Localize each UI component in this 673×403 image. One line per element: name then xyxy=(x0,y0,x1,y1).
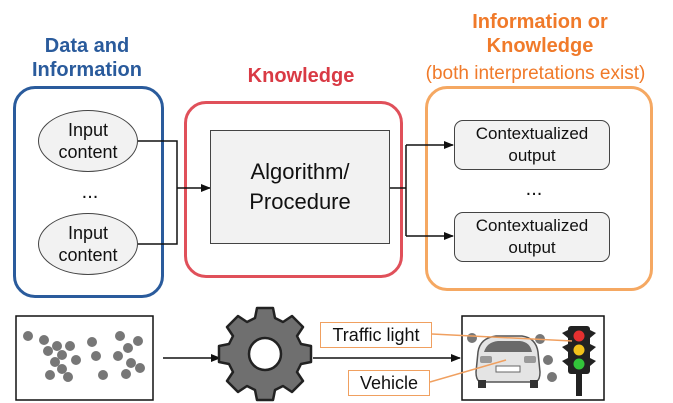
raw-data-point xyxy=(45,370,55,380)
raw-data-points xyxy=(23,331,145,382)
raw-data-point xyxy=(39,335,49,345)
information-or-knowledge-heading: Information or Knowledge xyxy=(472,11,608,57)
traffic-light-icon xyxy=(562,326,596,396)
algorithm-procedure-box: Algorithm/ Procedure xyxy=(210,130,390,244)
raw-data-point xyxy=(63,372,73,382)
knowledge-group xyxy=(184,101,403,278)
result-data-point xyxy=(543,355,553,365)
raw-data-point xyxy=(115,331,125,341)
raw-data-point xyxy=(52,341,62,351)
vehicle-label: Vehicle xyxy=(348,370,430,396)
data-information-heading: Data and Information xyxy=(32,35,142,81)
output-ellipsis: ... xyxy=(525,178,543,200)
raw-data-point xyxy=(65,341,75,351)
raw-data-point xyxy=(87,337,97,347)
interpretations-note: (both interpretations exist) xyxy=(425,63,646,84)
contextualized-output-box-1: Contextualized output xyxy=(454,120,610,170)
car-icon xyxy=(475,335,541,388)
knowledge-heading: Knowledge xyxy=(247,65,355,87)
raw-data-point xyxy=(98,370,108,380)
raw-data-point xyxy=(133,336,143,346)
raw-data-point xyxy=(23,331,33,341)
input-content-ellipse-1: Input content xyxy=(38,110,138,172)
raw-data-point xyxy=(113,351,123,361)
contextualized-output-box-2: Contextualized output xyxy=(454,212,610,262)
input-ellipsis: ... xyxy=(81,181,99,203)
input-content-ellipse-2: Input content xyxy=(38,213,138,275)
raw-data-point xyxy=(57,350,67,360)
information-knowledge-group xyxy=(425,86,653,291)
raw-data-point xyxy=(135,363,145,373)
raw-data-point xyxy=(43,346,53,356)
result-data-point xyxy=(547,372,557,382)
raw-data-point xyxy=(50,357,60,367)
raw-data-point xyxy=(91,351,101,361)
raw-data-point xyxy=(121,369,131,379)
result-data-point xyxy=(467,333,477,343)
raw-data-point xyxy=(57,364,67,374)
traffic-light-label: Traffic light xyxy=(320,322,432,348)
raw-data-point xyxy=(71,355,81,365)
raw-data-point xyxy=(123,343,133,353)
gear-icon xyxy=(217,306,313,402)
raw-data-point xyxy=(126,358,136,368)
data-information-group xyxy=(13,86,164,298)
raw-data-panel xyxy=(15,315,154,401)
